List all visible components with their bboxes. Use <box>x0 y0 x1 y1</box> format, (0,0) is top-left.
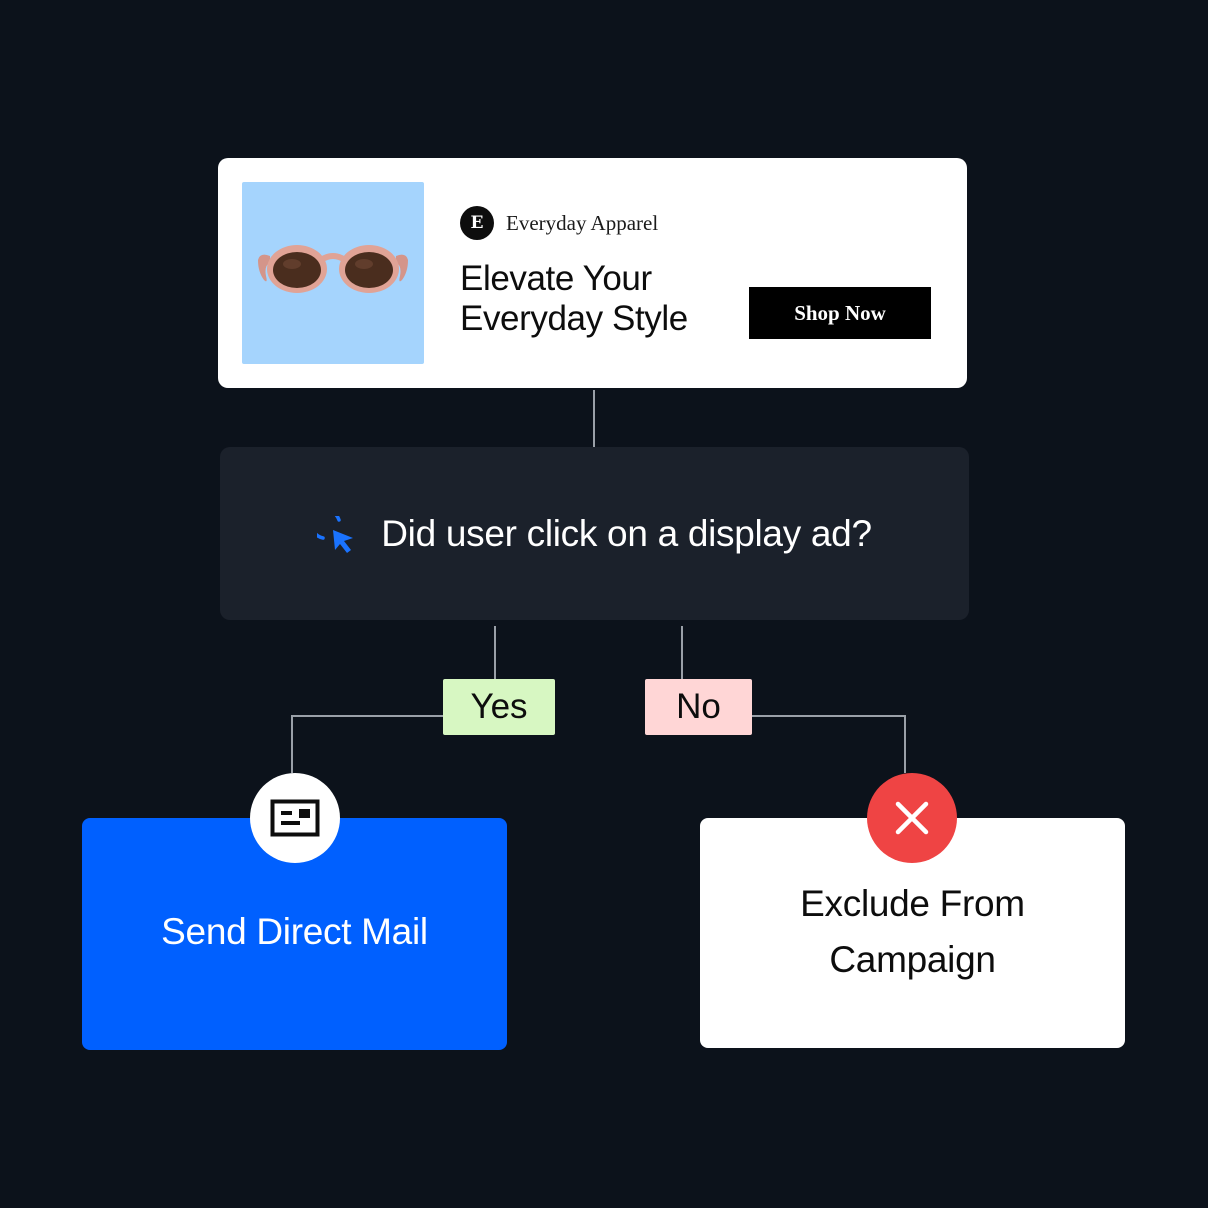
ad-brand: E Everyday Apparel <box>460 206 659 240</box>
send-direct-mail-label: Send Direct Mail <box>161 911 428 952</box>
exclude-from-campaign-label: Exclude From Campaign <box>800 883 1025 980</box>
decision-question: Did user click on a display ad? <box>381 512 872 554</box>
exclude-badge <box>867 773 957 863</box>
connector-no-to-exclude <box>752 715 906 773</box>
decision-node: Did user click on a display ad? <box>220 447 969 620</box>
shop-now-button[interactable]: Shop Now <box>749 287 931 339</box>
branch-yes-label: Yes <box>443 679 555 735</box>
cursor-click-icon <box>317 515 354 553</box>
postcard-icon <box>270 799 320 837</box>
send-direct-mail-node[interactable]: Send Direct Mail <box>82 818 507 1050</box>
display-ad-card[interactable]: E Everyday Apparel Elevate Your Everyday… <box>218 158 967 388</box>
postcard-badge <box>250 773 340 863</box>
brand-logo: E <box>460 206 494 240</box>
close-icon <box>895 801 929 835</box>
ad-headline: Elevate Your Everyday Style <box>460 259 688 338</box>
ad-product-image <box>242 182 424 364</box>
connector-yes-to-mail <box>291 715 443 773</box>
sunglasses-icon <box>258 245 408 293</box>
branch-no-label: No <box>645 679 752 735</box>
brand-name: Everyday Apparel <box>506 210 659 235</box>
